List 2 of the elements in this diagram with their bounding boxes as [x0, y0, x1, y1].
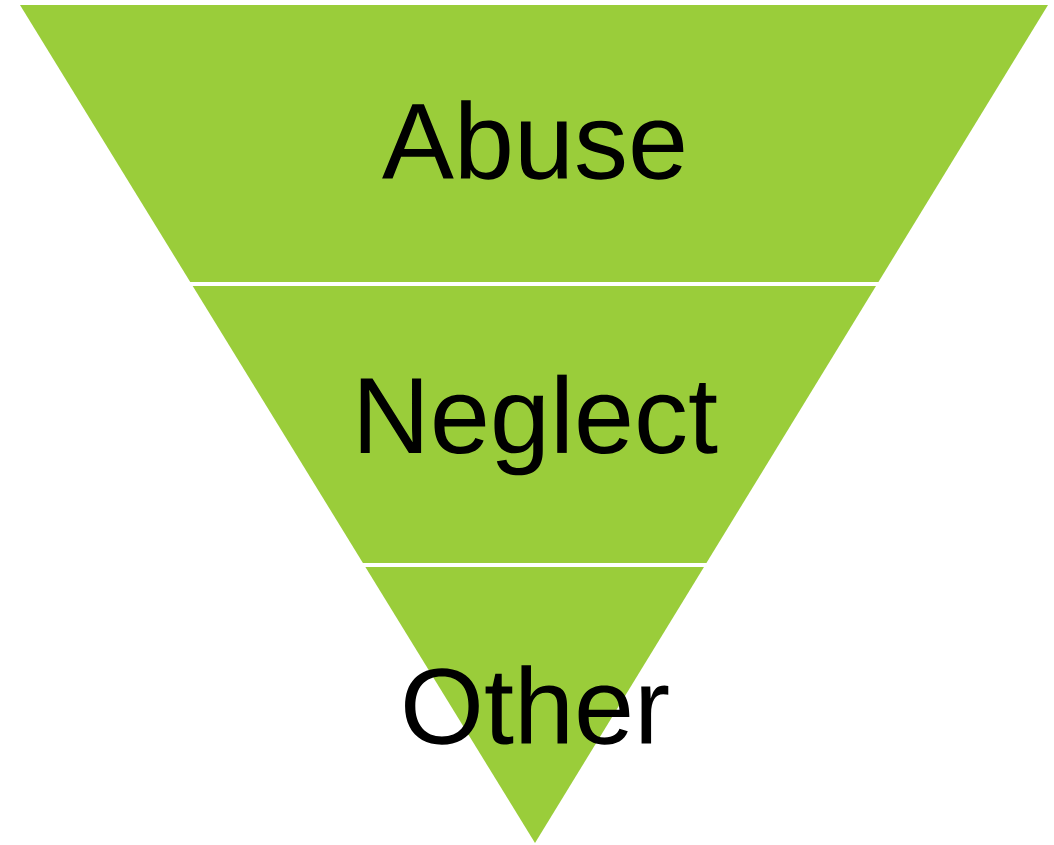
funnel-band: Neglect: [192, 286, 876, 563]
funnel-band: Abuse: [20, 5, 1048, 282]
